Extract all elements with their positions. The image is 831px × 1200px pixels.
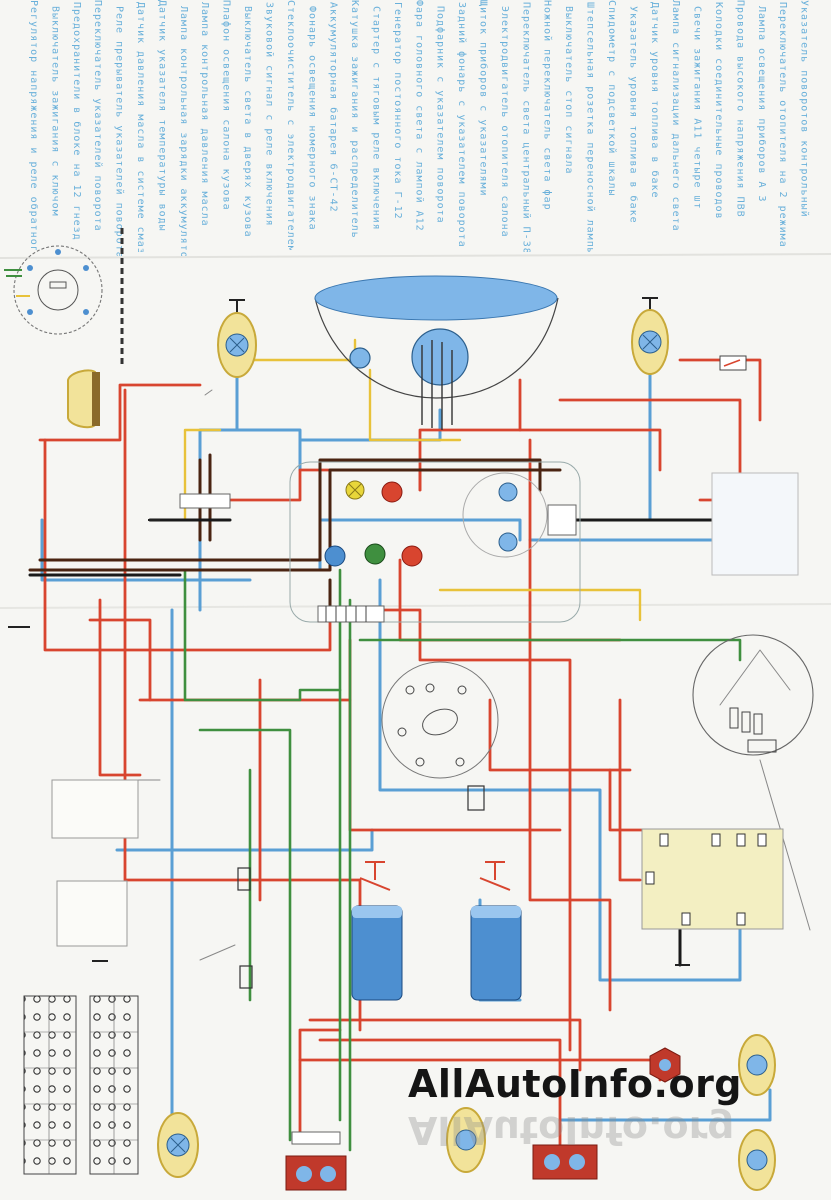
brake-light-hex bbox=[649, 1047, 681, 1083]
legend-note-line: Выключатель света в дверях кузова bbox=[242, 6, 254, 238]
legend-note-line: Спидометр с подсветкой шкалы bbox=[605, 0, 617, 197]
battery-box bbox=[56, 880, 128, 947]
legend-note-line: Колодки соединительные проводов bbox=[712, 2, 724, 220]
legend-note-line: Выключатель стоп сигнала bbox=[563, 6, 575, 175]
legend-note-line: Генератор постоянного тока Г-12 bbox=[391, 2, 403, 220]
legend-note-line: Датчик давления масла в системе смазки bbox=[135, 2, 147, 252]
legend-note-line: Лампа контрольная зарядки аккумулятора bbox=[177, 6, 189, 256]
legend-note-line: Указатель поворотов контрольный bbox=[798, 0, 810, 218]
legend-note-line: Лампа сигнализации дальнего света bbox=[670, 0, 682, 232]
legend-note-line: Щиток приборов с указателями bbox=[477, 0, 489, 197]
voltage-regulator-box bbox=[51, 779, 139, 839]
legend-note-line: Фонарь освещения номерного знака bbox=[306, 6, 318, 231]
legend-note-line: Указатель уровня топлива в баке bbox=[627, 6, 639, 224]
legend-note-line: Электродвигатель отопителя салона bbox=[498, 6, 510, 238]
legend-note-line: Свечи зажигания А11 четыре шт bbox=[691, 6, 703, 210]
rear-lamp-right bbox=[738, 1034, 776, 1191]
legend-note-line: Катушка зажигания и распределитель bbox=[349, 0, 361, 239]
light-switch-dial bbox=[692, 634, 814, 756]
relay-terminals bbox=[645, 833, 767, 926]
legend-note-line: Стартер с тяговым реле включения bbox=[370, 6, 382, 231]
distributor-dial bbox=[4, 245, 103, 335]
paper-fold-line bbox=[0, 253, 831, 259]
ignition-coil-right bbox=[470, 861, 522, 1001]
legend-note-line: Аккумуляторная батарея 6-СТ-42 bbox=[327, 2, 339, 213]
central-junction bbox=[179, 461, 581, 623]
plate-light-left bbox=[285, 1131, 347, 1191]
legend-note-line: Выключатель зажигания с ключом bbox=[49, 6, 61, 217]
horn-icon bbox=[67, 369, 100, 429]
legend-note-line: Реле прерыватель указателей поворота bbox=[113, 6, 125, 256]
legend-note-line: Лампа контрольная давления масла bbox=[199, 2, 211, 227]
watermark-reflection: AllAutoInfo.org bbox=[408, 1108, 735, 1152]
wiper-box bbox=[711, 472, 799, 576]
legend-note-line: Звуковой сигнал с реле включения bbox=[263, 2, 275, 227]
legend-note-line: Датчик уровня топлива в баке bbox=[648, 2, 660, 199]
legend-note-line: Предохранители в блоке на 12 гнезд bbox=[70, 2, 82, 241]
paper-fold-line bbox=[0, 603, 831, 609]
legend-note-line: Ножной переключатель света фар bbox=[541, 0, 553, 211]
legend-note-line: Регулятор напряжения и реле обратного то… bbox=[28, 0, 39, 250]
headlamp-right bbox=[631, 297, 669, 375]
ignition-switch-dial bbox=[381, 661, 499, 779]
instrument-cluster bbox=[314, 275, 559, 430]
legend-note-line: Переключатель отопителя на 2 режима bbox=[777, 2, 789, 248]
rear-lamp-center bbox=[446, 1107, 486, 1173]
ground-symbol bbox=[8, 519, 690, 966]
legend-note-line: Задний фонарь с указателем поворота bbox=[456, 2, 468, 248]
ignition-coil-left bbox=[351, 861, 403, 1001]
fuse-block-right bbox=[89, 995, 139, 1175]
fuse-block-left bbox=[23, 995, 77, 1175]
legend-note-line: Плафон освещения салона кузова bbox=[220, 0, 232, 211]
legend-note-line: Переключатель указателей поворота bbox=[92, 0, 104, 232]
legend-note-line: Датчик указателя температуры воды bbox=[156, 0, 168, 232]
legend-note-line: Провода высокого напряжения ПВВ bbox=[734, 0, 746, 218]
legend-note-line: Фара головного света с лампой А12 bbox=[413, 0, 425, 232]
watermark-text: AllAutoInfo.org bbox=[408, 1062, 743, 1106]
legend-note-line: Переключатель света центральный П-38 bbox=[520, 2, 532, 252]
legend-note-line: Штепсельная розетка переносной лампы bbox=[584, 2, 596, 252]
plate-light-right bbox=[532, 1144, 598, 1180]
stop-switch-icon bbox=[719, 355, 747, 371]
headlamp-left bbox=[217, 299, 257, 378]
oil-sensor-icon bbox=[237, 785, 485, 989]
legend-note-line: Лампа освещения приборов А 3 bbox=[755, 6, 767, 203]
legend-note-line: Подфарник с указателем поворота bbox=[434, 6, 446, 224]
rear-lamp-left bbox=[157, 1112, 199, 1178]
legend-note-line: Стеклоочиститель с электродвигателем bbox=[284, 0, 296, 250]
